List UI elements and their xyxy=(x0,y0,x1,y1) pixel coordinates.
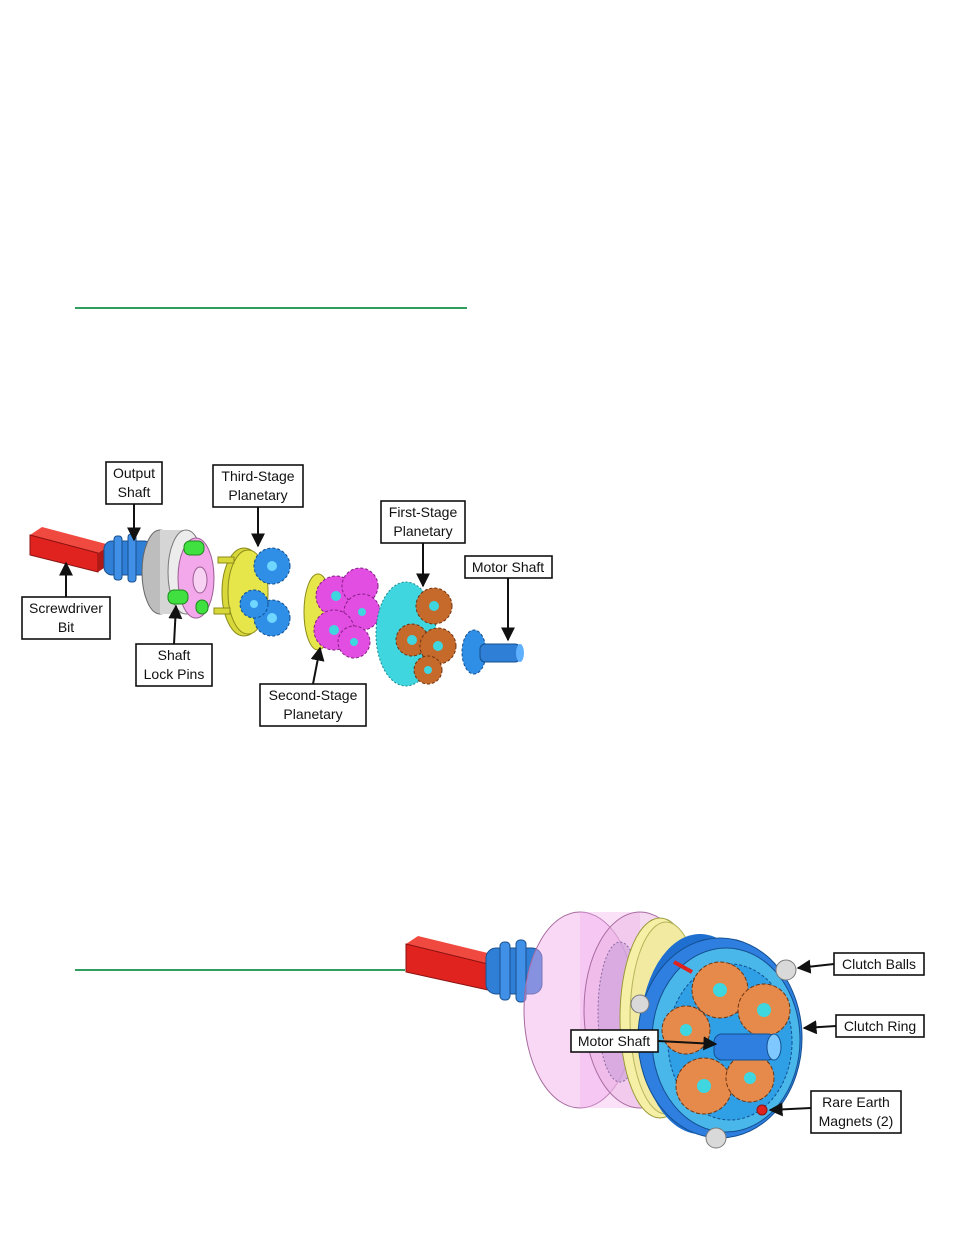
svg-text:Motor Shaft: Motor Shaft xyxy=(578,1033,650,1049)
label-rare-earth-magnets: Rare Earth Magnets (2) xyxy=(770,1091,901,1133)
label-first-stage-planetary: First-Stage Planetary xyxy=(381,501,465,586)
svg-text:Rare Earth: Rare Earth xyxy=(822,1094,890,1110)
svg-text:Planetary: Planetary xyxy=(393,523,452,539)
motor-shaft-part xyxy=(462,630,524,674)
label-screwdriver-bit: Screwdriver Bit xyxy=(22,563,110,639)
second-stage-planetary-part xyxy=(304,568,380,658)
svg-text:Clutch Balls: Clutch Balls xyxy=(842,956,916,972)
svg-text:Third-Stage: Third-Stage xyxy=(221,468,294,484)
svg-text:Lock Pins: Lock Pins xyxy=(144,666,205,682)
motor-shaft-assembled xyxy=(714,1034,781,1060)
assembled-clutch-diagram: Clutch Balls Clutch Ring Motor Shaft Rar… xyxy=(406,912,924,1148)
svg-text:Magnets (2): Magnets (2) xyxy=(819,1113,894,1129)
label-clutch-balls: Clutch Balls xyxy=(798,953,924,975)
svg-text:Output: Output xyxy=(113,465,155,481)
third-stage-planetary-part xyxy=(214,548,290,636)
svg-text:Planetary: Planetary xyxy=(228,487,287,503)
screwdriver-bit-part xyxy=(30,527,110,572)
svg-text:Second-Stage: Second-Stage xyxy=(269,687,358,703)
svg-text:Screwdriver: Screwdriver xyxy=(29,600,103,616)
svg-text:Shaft: Shaft xyxy=(158,647,191,663)
label-output-shaft: Output Shaft xyxy=(106,462,162,540)
label-shaft-lock-pins: Shaft Lock Pins xyxy=(136,606,212,686)
first-stage-planetary-part xyxy=(376,582,456,686)
svg-text:Planetary: Planetary xyxy=(283,706,342,722)
rare-earth-magnet xyxy=(757,1105,767,1115)
svg-text:Bit: Bit xyxy=(58,619,74,635)
exploded-gearbox-diagram: Output Shaft Third-Stage Planetary First… xyxy=(22,462,552,726)
label-clutch-ring: Clutch Ring xyxy=(804,1015,924,1037)
label-third-stage-planetary: Third-Stage Planetary xyxy=(213,465,303,546)
svg-text:Clutch Ring: Clutch Ring xyxy=(844,1018,916,1034)
svg-text:Motor Shaft: Motor Shaft xyxy=(472,559,544,575)
label-second-stage-planetary: Second-Stage Planetary xyxy=(260,648,366,726)
label-motor-shaft: Motor Shaft xyxy=(465,556,552,640)
svg-text:Shaft: Shaft xyxy=(118,484,151,500)
svg-text:First-Stage: First-Stage xyxy=(389,504,458,520)
